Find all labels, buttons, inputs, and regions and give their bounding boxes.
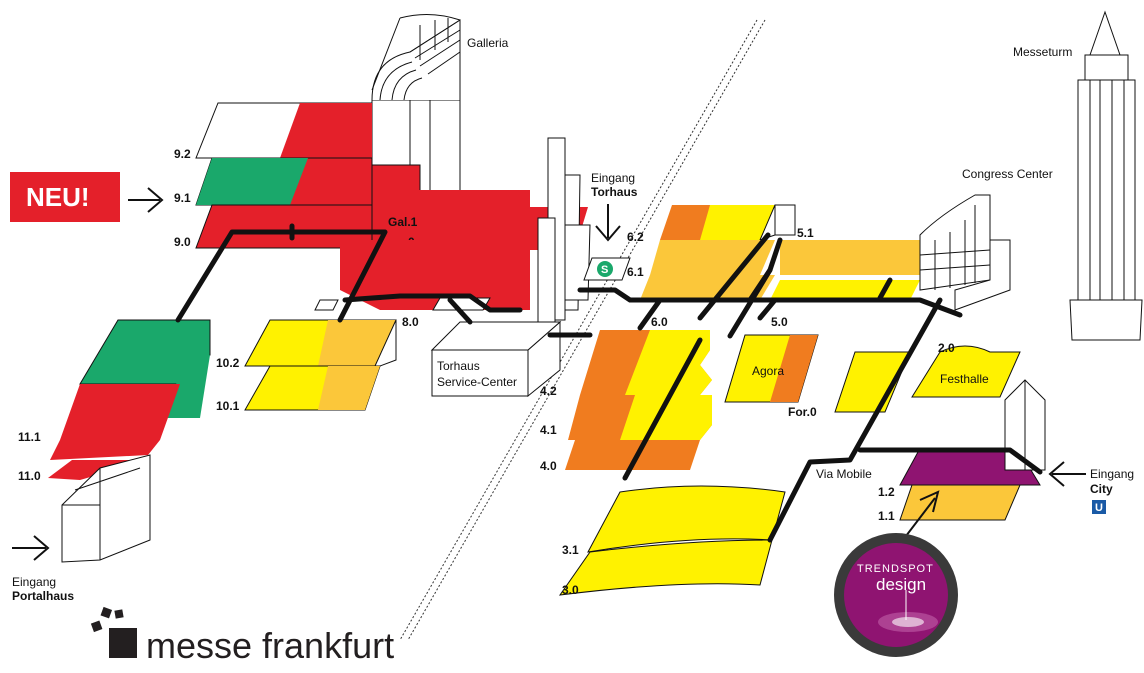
- hall-4-2-label: 4.2: [540, 384, 557, 398]
- hall-10-1-label: 10.1: [216, 399, 240, 413]
- galleria-1-label: Gal.1: [388, 215, 418, 229]
- hall-6-2-label: 6.2: [627, 230, 644, 244]
- arrow-down-icon: [595, 204, 621, 242]
- hall-1-1-label: 1.1: [878, 509, 895, 523]
- congress-center-label: Congress Center: [962, 167, 1053, 181]
- hall-3-1-label: 3.1: [562, 543, 579, 557]
- divider-line: [399, 19, 766, 641]
- new-badge-label: NEU!: [26, 182, 90, 212]
- u-bahn-icon: U: [1092, 500, 1106, 514]
- hall-11-0-label: 11.0: [18, 469, 41, 483]
- entrance-portalhaus-line1: Eingang: [12, 575, 56, 589]
- arrow-left-icon: [1048, 461, 1086, 487]
- hall-4-0-label: 4.0: [540, 459, 557, 473]
- s-bahn-icon: S: [583, 257, 631, 281]
- hall-9-1-label: 9.1: [174, 191, 191, 205]
- via-mobile-label: Via Mobile: [816, 467, 872, 481]
- svg-text:U: U: [1095, 502, 1103, 514]
- hall-4[interactable]: [565, 330, 712, 470]
- trendspot-line2: design: [876, 575, 926, 594]
- hall-11-1-label: 11.1: [18, 430, 41, 444]
- new-badge: NEU!: [10, 172, 120, 222]
- festhalle-label: Festhalle: [940, 372, 989, 386]
- hall-10-2-label: 10.2: [216, 356, 240, 370]
- agora-label: Agora: [752, 364, 784, 378]
- galleria-label: Galleria: [467, 36, 509, 50]
- congress-center-building: [919, 194, 1011, 311]
- entrance-city-line1: Eingang: [1090, 467, 1134, 481]
- hall-3[interactable]: [558, 485, 786, 596]
- hall-4-1-label: 4.1: [540, 423, 557, 437]
- hall-1-2-label: 1.2: [878, 485, 895, 499]
- hall-3-0-label: 3.0: [562, 583, 579, 597]
- torhaus-label: Torhaus: [437, 359, 480, 373]
- hall-2-0-label: 2.0: [938, 341, 955, 355]
- hall-6-1-label: 6.1: [627, 265, 644, 279]
- hall-8-0-label: 8.0: [402, 315, 419, 329]
- hall-6-0-label: 6.0: [651, 315, 668, 329]
- festhalle[interactable]: [911, 345, 1021, 398]
- hall-11[interactable]: [48, 319, 211, 480]
- entrance-city-line2: City: [1090, 482, 1113, 496]
- torhaus-building: [430, 137, 591, 398]
- hall-10[interactable]: [244, 319, 397, 411]
- service-center-label: Service-Center: [437, 375, 517, 389]
- hall-8[interactable]: [314, 240, 530, 311]
- arrow-right-icon: [128, 187, 164, 213]
- arrow-right-icon: [12, 535, 50, 561]
- entrance-torhaus-line1: Eingang: [591, 171, 635, 185]
- svg-text:S: S: [601, 264, 608, 276]
- portalhaus-building: [61, 454, 151, 563]
- entrance-torhaus-line2: Torhaus: [591, 185, 638, 199]
- hall-5-0-label: 5.0: [771, 315, 788, 329]
- messeturm-label: Messeturm: [1013, 45, 1072, 59]
- hall-5-1-label: 5.1: [797, 226, 814, 240]
- hall-5[interactable]: [770, 204, 920, 300]
- messe-frankfurt-logo: messe frankfurt: [90, 606, 394, 666]
- entrance-portalhaus-line2: Portalhaus: [12, 589, 74, 603]
- hall-9-2-label: 9.2: [174, 147, 191, 161]
- trendspot-line1: TRENDSPOT: [857, 563, 934, 575]
- city-tower-building: [1004, 379, 1046, 471]
- walkway-network: [175, 223, 1043, 543]
- hall-9-0-label: 9.0: [174, 235, 191, 249]
- forum[interactable]: [834, 351, 911, 413]
- forum-0-label: For.0: [788, 405, 817, 419]
- messeturm-building: [1069, 10, 1143, 341]
- trendspot-design-badge[interactable]: TRENDSPOT design: [834, 533, 958, 657]
- agora[interactable]: [724, 334, 819, 403]
- logo-text: messe frankfurt: [146, 625, 394, 666]
